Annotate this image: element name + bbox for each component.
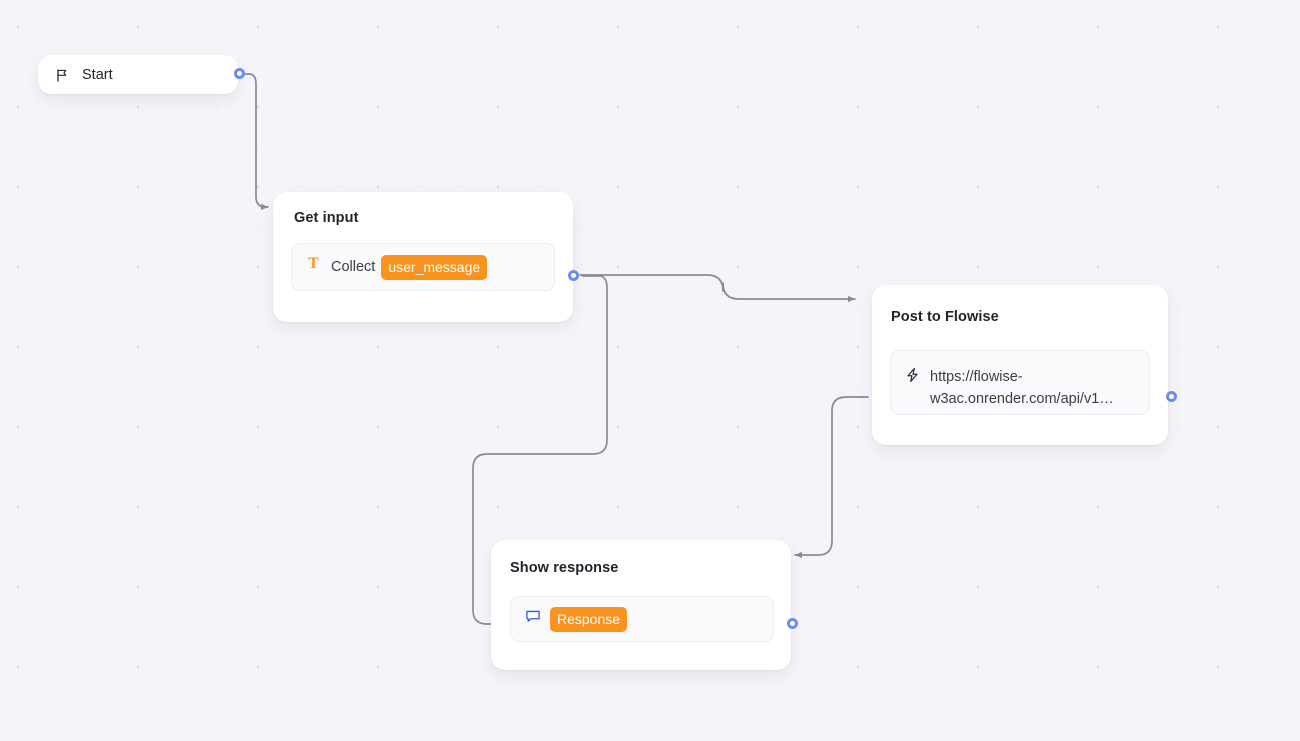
text-input-icon-glyph: T	[308, 255, 319, 272]
response-badge[interactable]: Response	[550, 606, 628, 632]
lightning-bolt-icon	[904, 367, 921, 384]
get-input-title: Get input	[294, 210, 359, 226]
show-response-title: Show response	[510, 560, 619, 576]
post-to-flowise-url: https://flowise- w3ac.onrender.com/api/v…	[930, 366, 1114, 410]
start-node-row: Start	[38, 66, 113, 84]
get-input-row-text: Collect user_message	[331, 254, 488, 280]
edge-get-input-to-post-to-flowise	[579, 274, 856, 303]
node-show-response[interactable]: Show response Response	[491, 540, 791, 670]
text-input-icon: T	[305, 256, 322, 273]
start-node-title: Start	[82, 66, 113, 83]
url-line-2: w3ac.onrender.com/api/v1…	[930, 390, 1114, 407]
port-post-to-flowise-output[interactable]	[1166, 391, 1177, 402]
url-line-1: https://flowise-	[930, 368, 1023, 385]
node-post-to-flowise[interactable]: Post to Flowise https://flowise- w3ac.on…	[872, 285, 1168, 445]
show-response-row-inner: Response	[511, 606, 773, 632]
get-input-row-card[interactable]: T Collect user_message	[291, 243, 555, 291]
speech-bubble-icon	[524, 608, 541, 625]
show-response-row-card[interactable]: Response	[510, 596, 774, 642]
port-get-input-output[interactable]	[568, 270, 579, 281]
user-message-badge[interactable]: user_message	[381, 254, 488, 280]
edge-post-to-flowise-to-show-response	[794, 396, 869, 559]
post-to-flowise-title: Post to Flowise	[891, 309, 999, 325]
post-to-flowise-row-card[interactable]: https://flowise- w3ac.onrender.com/api/v…	[890, 350, 1150, 415]
node-start[interactable]: Start	[38, 55, 238, 94]
port-show-response-output[interactable]	[787, 618, 798, 629]
edge-start-to-get-input	[244, 73, 269, 211]
show-response-row-text: Response	[550, 606, 628, 632]
post-to-flowise-row-inner: https://flowise- w3ac.onrender.com/api/v…	[891, 356, 1149, 410]
collect-label: Collect	[331, 259, 376, 275]
node-get-input[interactable]: Get input T Collect user_message	[273, 192, 573, 322]
flag-icon	[54, 67, 71, 84]
port-start-output[interactable]	[234, 68, 245, 79]
get-input-row-inner: T Collect user_message	[292, 254, 554, 280]
